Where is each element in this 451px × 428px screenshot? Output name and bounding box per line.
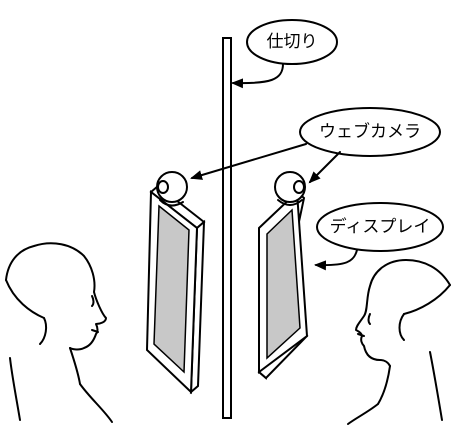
callout-partition-bubble — [246, 19, 338, 65]
arrow-display — [314, 249, 358, 271]
left-display — [145, 184, 206, 395]
callout-webcam-bubble — [299, 107, 441, 157]
left-webcam-lens — [157, 180, 169, 194]
right-display — [257, 189, 309, 380]
left-person — [5, 242, 113, 423]
right-person — [347, 259, 451, 425]
callout-partition: 仕切り — [231, 19, 338, 89]
callout-display-bubble — [316, 202, 444, 252]
label-partition: 仕切り — [267, 32, 318, 52]
right-person-mouth — [357, 333, 365, 337]
left-person-eye — [91, 295, 95, 307]
callout-display: ディスプレイ — [314, 202, 444, 271]
arrow-webcam-left — [190, 143, 307, 180]
callout-webcam: ウェブカメラ — [190, 107, 441, 184]
left-webcam — [156, 171, 188, 207]
right-webcam-lens — [293, 180, 305, 194]
right-display-screen — [266, 208, 301, 360]
label-display: ディスプレイ — [330, 216, 431, 237]
right-person-eye — [367, 313, 371, 325]
label-webcam: ウェブカメラ — [319, 121, 421, 142]
arrow-webcam-right — [308, 151, 341, 184]
arrow-partition — [231, 63, 284, 89]
partition — [222, 37, 232, 419]
left-display-screen — [153, 204, 190, 374]
right-webcam — [274, 171, 306, 206]
left-person-mouth — [91, 329, 99, 333]
